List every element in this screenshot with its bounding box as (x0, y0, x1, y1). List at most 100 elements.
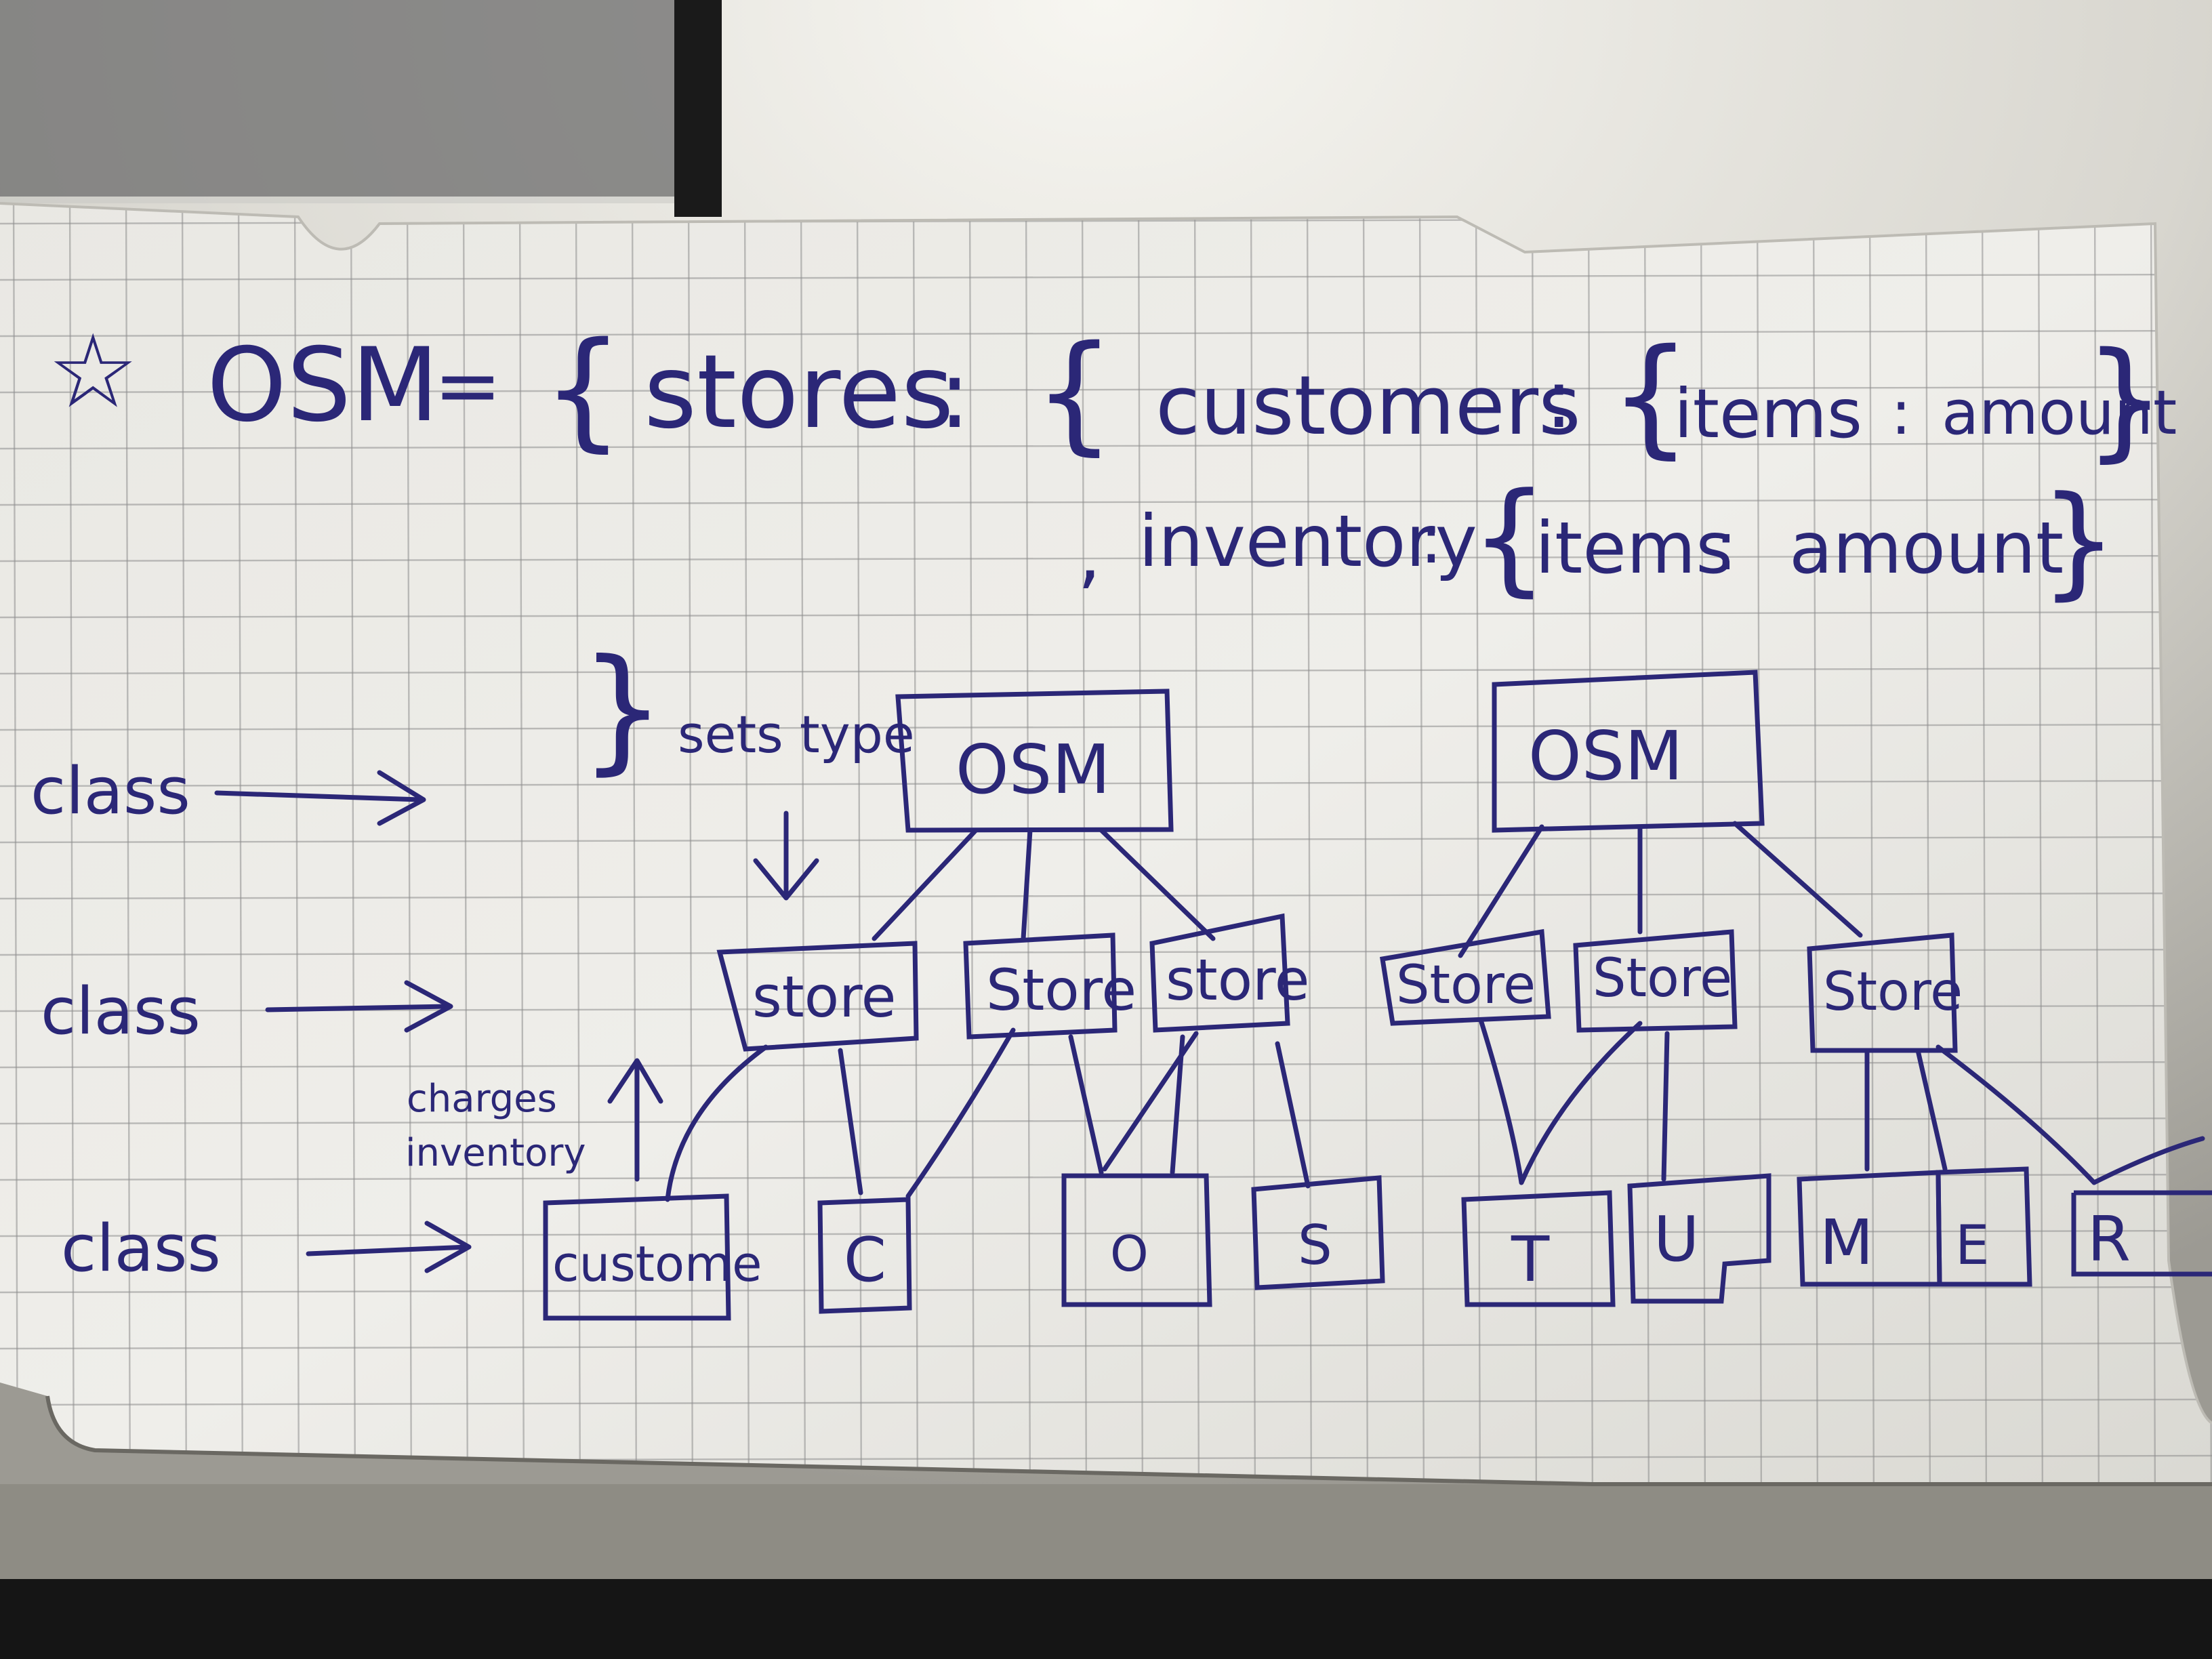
row-label-class: class (41, 975, 201, 1049)
store-node-label: store (752, 964, 896, 1030)
grid-line (1643, 203, 1650, 1484)
osm-root-box (1492, 670, 1765, 833)
grid-line (0, 1286, 2212, 1294)
grid-line (968, 203, 975, 1484)
pen-clip (674, 0, 722, 217)
grid-line (1362, 203, 1369, 1484)
grid-line (743, 203, 750, 1484)
colon: : (939, 340, 970, 450)
grid-line (1081, 203, 1088, 1484)
amount-value: amount (1942, 377, 2177, 449)
items-key: items (1535, 507, 1733, 590)
customer-node (1936, 1166, 2032, 1287)
customer-node (2071, 1190, 2212, 1277)
grid-line (237, 203, 244, 1484)
customer-node (1061, 1173, 1212, 1307)
grid-line (1531, 203, 1538, 1484)
colon: : (1891, 377, 1911, 449)
grid-line (0, 723, 2212, 731)
close-brace: } (2040, 470, 2118, 612)
customer-node-label: custome (552, 1235, 762, 1292)
store-node-label: Store (1396, 955, 1536, 1016)
customer-node-label: O (1110, 1225, 1149, 1282)
grid-line (350, 203, 356, 1484)
customer-node-label: R (2087, 1203, 2131, 1275)
grid-line (0, 386, 2212, 394)
colon: : (1420, 499, 1443, 579)
grid-line (0, 329, 2212, 337)
grid-line (1925, 203, 1931, 1484)
store-node (963, 933, 1118, 1040)
store-node-label: Store (1593, 948, 1732, 1009)
grid-line (0, 1342, 2212, 1350)
grid-line (0, 1229, 2212, 1237)
amount-value: amount (1789, 507, 2064, 590)
grid-line (1868, 203, 1875, 1484)
grid-line (856, 203, 863, 1484)
customer-node-label: U (1654, 1203, 1699, 1275)
grid-line (462, 203, 469, 1484)
charges-label: charges (407, 1077, 557, 1121)
arrow-down-icon (753, 811, 819, 901)
store-node (1380, 928, 1551, 1026)
colon: : (1715, 506, 1738, 586)
open-brace: { (1610, 321, 1692, 471)
open-brace: { (1033, 318, 1115, 468)
row-label-class: class (61, 1212, 221, 1286)
star-icon: ☆ (47, 313, 138, 431)
grid-line (2150, 203, 2156, 1484)
right-tree: OSM Store Store Store T U M E R (1380, 670, 2212, 1307)
open-brace: { (1471, 467, 1549, 609)
equals-sign: = (434, 339, 502, 433)
arrow-right-icon (265, 980, 453, 1033)
grid-line (0, 498, 2212, 506)
grid-line (0, 948, 2212, 956)
osm-root-label: OSM (1528, 716, 1683, 796)
grid-line (0, 1061, 2212, 1069)
grid-line (0, 442, 2212, 450)
grid-line (68, 203, 75, 1484)
grid-line (687, 203, 694, 1484)
grid-line (0, 779, 2212, 787)
open-brace: { (542, 314, 624, 464)
grid-line (2037, 203, 2044, 1484)
comma: , (1078, 510, 1101, 597)
grid-line (1193, 203, 1200, 1484)
items-key: items (1674, 374, 1862, 453)
grid-line (2093, 203, 2100, 1484)
customer-node-label: E (1955, 1214, 1990, 1277)
grid-line (0, 273, 2212, 281)
grid-line (1137, 203, 1144, 1484)
grid-line (518, 203, 525, 1484)
grid-line (0, 667, 2212, 675)
store-node (1807, 933, 1958, 1053)
grid-line (0, 1398, 2212, 1406)
store-node-label: Store (1823, 962, 1963, 1023)
customer-node (817, 1197, 912, 1314)
customer-node-label: T (1511, 1223, 1550, 1296)
header-line-1: ☆ OSM = { stores : { customers : { items… (47, 313, 2177, 474)
inventory-note-label: inventory (405, 1131, 586, 1175)
grid-line (406, 203, 413, 1484)
header-line-2: , inventory : { items : amount } (1078, 467, 2118, 612)
arrow-right-icon (214, 770, 426, 826)
row-label-class: class (30, 754, 190, 829)
sets-type-label: sets type (678, 704, 915, 764)
customer-node (543, 1193, 731, 1321)
grid-line (912, 203, 919, 1484)
inventory-key: inventory (1139, 500, 1477, 583)
arrow-up-icon (607, 1058, 663, 1182)
grid-line (293, 203, 300, 1484)
grid-line (0, 1117, 2212, 1125)
grid-line (1306, 203, 1313, 1484)
store-node (1149, 913, 1290, 1033)
grid-line (1812, 203, 1819, 1484)
left-tree: OSM store Store store custome C O S (543, 689, 1385, 1321)
osm-title: OSM (207, 327, 439, 445)
osm-root-box (895, 689, 1174, 833)
grid-line (0, 554, 2212, 562)
osm-root-label: OSM (956, 730, 1110, 809)
store-node (1573, 929, 1738, 1033)
store-node (716, 941, 919, 1052)
